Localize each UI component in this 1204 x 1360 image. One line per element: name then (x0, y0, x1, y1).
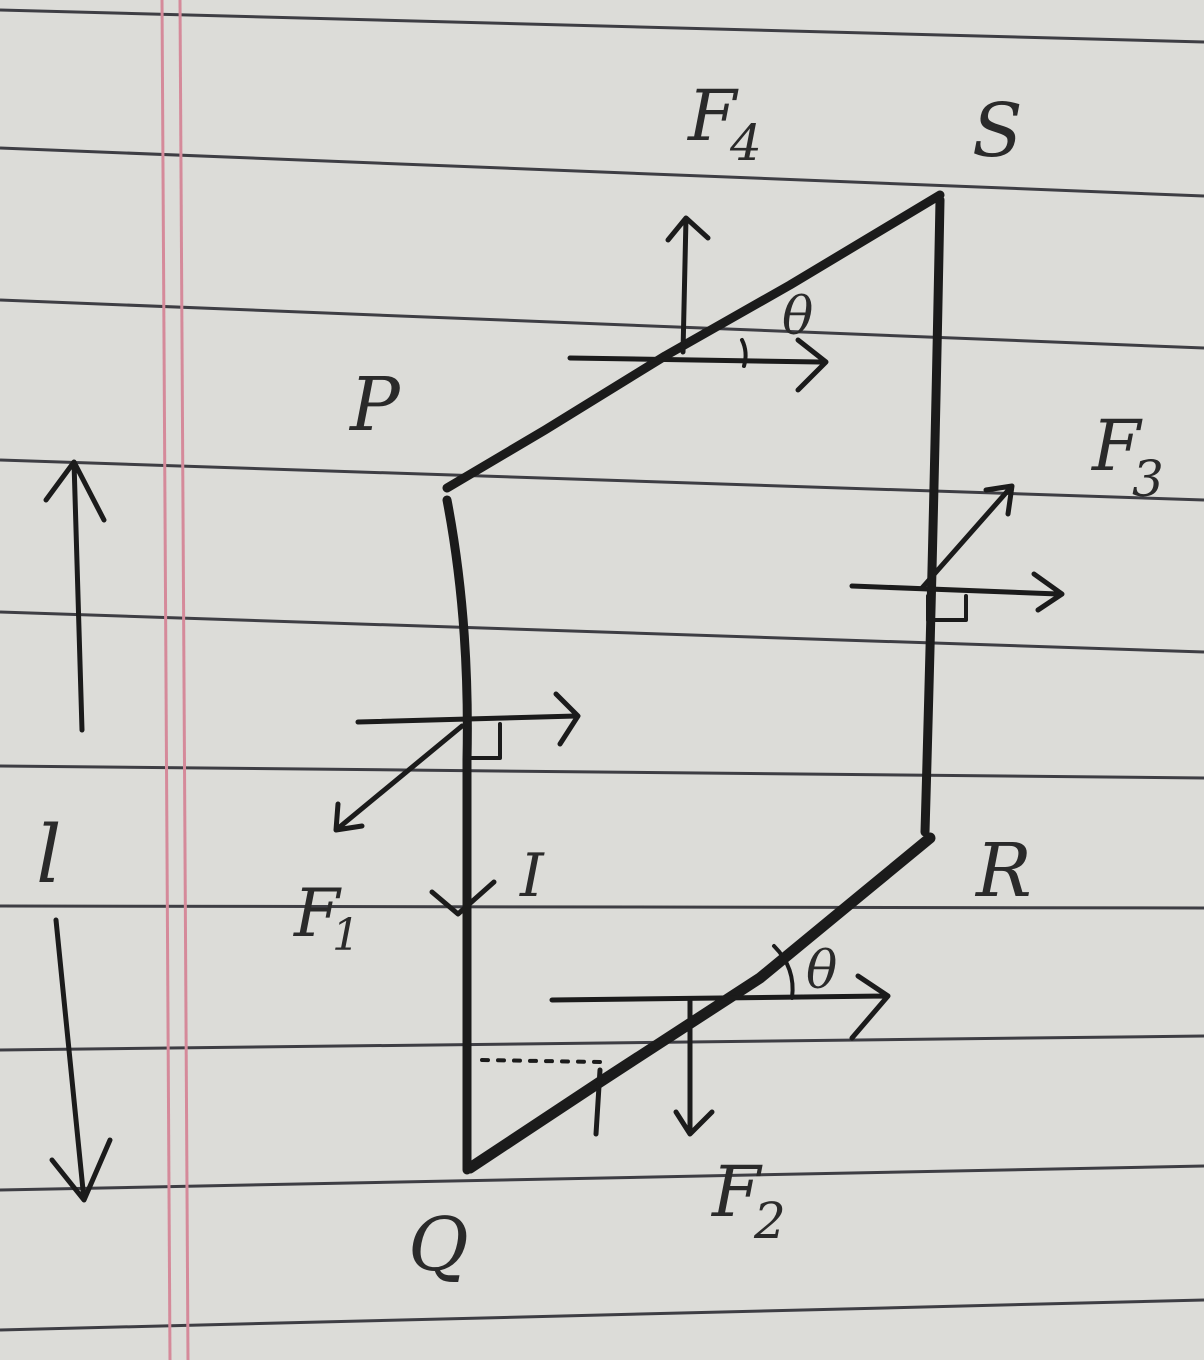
f1-oblique-arrow-icon (333, 723, 465, 833)
length-arrow (43, 459, 113, 1203)
ruled-lines (0, 8, 1204, 1332)
margin-lines (160, 0, 190, 1360)
f3-right-angle-icon (926, 594, 968, 622)
f2-force-vectors (480, 944, 891, 1137)
label-length: l (36, 808, 62, 901)
label-f2-sub: 2 (753, 1192, 786, 1250)
label-f2: F (710, 1151, 763, 1233)
f3-oblique-arrow-icon (919, 483, 1015, 591)
theta-bottom-arc-icon (772, 944, 795, 1000)
ps-horizontal-reference (567, 337, 829, 393)
label-r: R (974, 828, 1032, 914)
side-ps (442, 190, 945, 493)
label-p: P (348, 362, 401, 448)
qr-dotted-reference (480, 1058, 602, 1064)
label-f3-sub: 3 (1132, 450, 1164, 508)
f1-right-angle-icon (466, 722, 502, 760)
label-current: I (519, 841, 545, 911)
f4-up-arrow-icon (665, 215, 711, 355)
f1-force-vectors (333, 691, 581, 833)
side-sr (920, 195, 945, 837)
side-qr (464, 832, 936, 1174)
f3-force-vectors (849, 483, 1065, 622)
length-arrow-down-icon (49, 917, 113, 1203)
label-theta-top: θ (782, 287, 813, 347)
label-f4: F (686, 75, 739, 157)
label-f4-sub: 4 (729, 114, 762, 172)
label-f1: F (293, 875, 342, 952)
theta-top-arc-icon (740, 338, 748, 368)
pq-horizontal-arrow-icon (355, 691, 581, 747)
side-pq (442, 495, 472, 1175)
f4-force-vectors (567, 215, 829, 393)
label-theta-bottom: θ (806, 941, 837, 1001)
f2-down-arrow-icon (673, 997, 715, 1137)
label-s: S (972, 88, 1023, 174)
current-direction-icon (429, 879, 497, 917)
f3-horizontal-arrow-icon (849, 571, 1065, 613)
qr-small-tick (593, 1067, 603, 1137)
current-loop (442, 190, 945, 1175)
label-q: Q (408, 1202, 469, 1288)
length-arrow-up-icon (43, 459, 107, 733)
label-f1-sub: 1 (332, 910, 360, 961)
label-f3: F (1090, 405, 1143, 487)
qr-horizontal-arrow-icon (549, 973, 891, 1041)
